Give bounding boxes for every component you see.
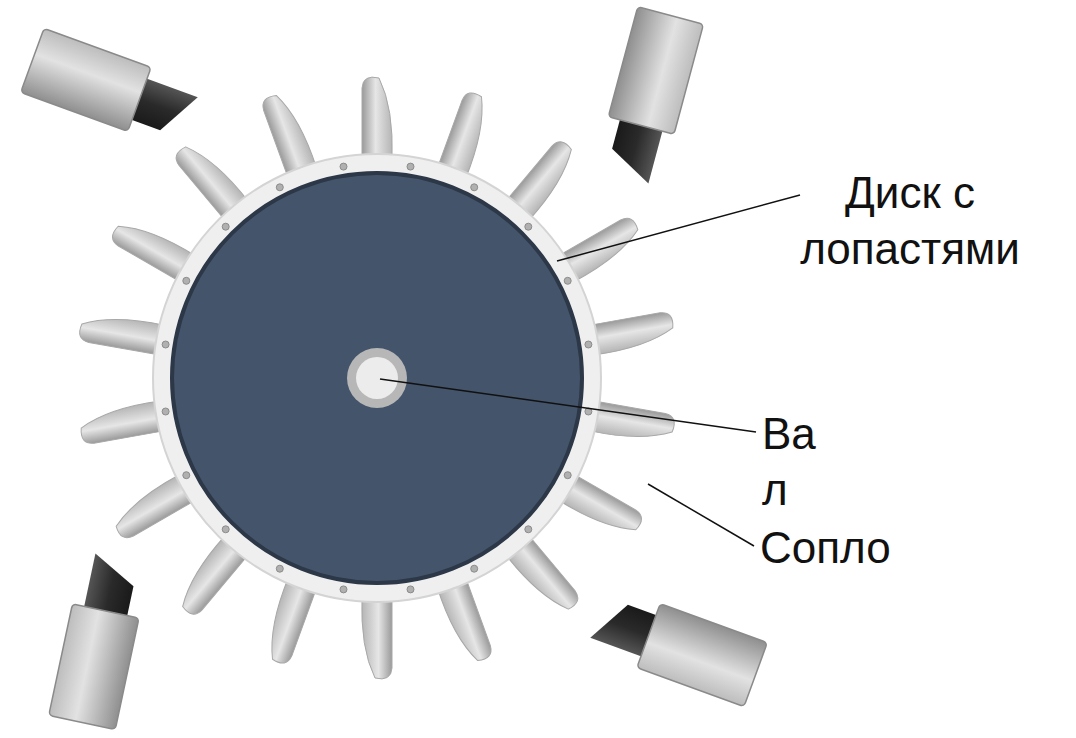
nozzle <box>586 585 767 706</box>
bolt <box>525 526 532 533</box>
nozzle <box>21 28 202 149</box>
bolt <box>585 341 592 348</box>
blade <box>589 311 676 355</box>
nozzle <box>594 7 703 187</box>
leader-line <box>557 195 800 261</box>
part-label: Сопло <box>760 520 980 576</box>
disk <box>172 173 582 583</box>
blade <box>78 401 165 445</box>
bolt <box>222 223 229 230</box>
bolt <box>276 184 283 191</box>
blade <box>362 77 392 160</box>
bolt <box>564 277 571 284</box>
bolt <box>407 586 414 593</box>
bolts <box>162 163 592 593</box>
shaft-collar <box>347 348 407 408</box>
bolt <box>407 163 414 170</box>
bolt <box>183 277 190 284</box>
bolt <box>564 472 571 479</box>
bolt <box>222 526 229 533</box>
blade <box>362 596 392 679</box>
blade <box>589 401 676 445</box>
bolt <box>471 184 478 191</box>
bolt <box>525 223 532 230</box>
disk-ring <box>153 154 601 602</box>
part-label: Диск с лопастями <box>760 165 1060 277</box>
bolt <box>276 565 283 572</box>
bolt <box>183 472 190 479</box>
bolt <box>471 565 478 572</box>
bolt <box>340 163 347 170</box>
bolt <box>340 586 347 593</box>
leader-line <box>380 379 756 432</box>
part-label: Вал <box>762 406 824 518</box>
bolt <box>162 341 169 348</box>
leader-line <box>648 484 754 546</box>
nozzle <box>49 551 150 729</box>
blade <box>78 311 165 355</box>
blades <box>78 77 676 679</box>
shaft <box>356 357 398 399</box>
bolt <box>162 408 169 415</box>
